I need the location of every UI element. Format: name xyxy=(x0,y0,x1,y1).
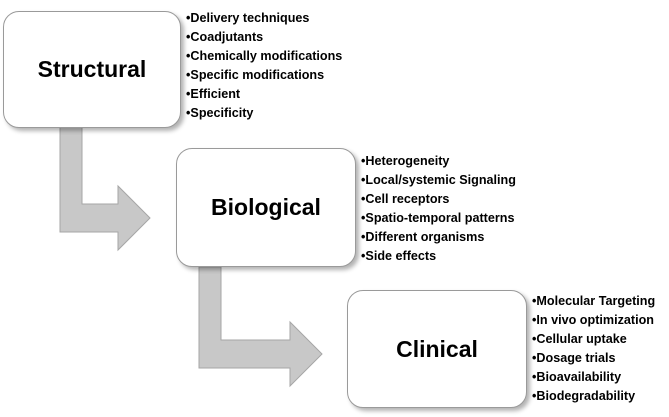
list-item: Local/systemic Signaling xyxy=(361,171,515,190)
stage-box-biological: Biological xyxy=(176,148,356,267)
list-item: Specific modifications xyxy=(186,66,342,85)
stage-title-clinical: Clinical xyxy=(396,335,478,362)
list-item: Side effects xyxy=(361,247,516,266)
list-item: Cellular uptake xyxy=(532,330,655,349)
stage-title-biological: Biological xyxy=(211,194,321,220)
list-item: Delivery techniques xyxy=(186,9,342,28)
stage-title-structural: Structural xyxy=(37,56,147,82)
list-item: Dosage trials xyxy=(532,349,655,368)
stage-list-biological: Heterogeneity Local/systemic Signaling C… xyxy=(361,152,516,266)
list-item: Molecular Targeting xyxy=(532,292,655,311)
list-item: Coadjutants xyxy=(186,28,342,47)
list-item: Biodegradability xyxy=(532,387,655,406)
list-item: Specificity xyxy=(186,104,342,123)
bent-arrow-structural-to-biological xyxy=(59,121,151,252)
stage-box-clinical: Clinical xyxy=(347,290,527,408)
list-item: Heterogeneity xyxy=(361,152,516,171)
list-item: Bioavailability xyxy=(532,368,655,387)
list-item: Efficient xyxy=(186,85,342,104)
list-item: Spatio-temporal patterns xyxy=(361,209,516,228)
list-item: Cell receptors xyxy=(361,190,516,209)
stage-list-clinical: Molecular Targeting In vivo optimization… xyxy=(532,292,655,406)
stage-box-structural: Structural xyxy=(3,11,181,128)
stage-list-structural: Delivery techniques Coadjutants Chemical… xyxy=(186,9,342,123)
list-item: Chemically modifications xyxy=(186,47,342,66)
list-item: Different organisms xyxy=(361,228,516,247)
bent-arrow-biological-to-clinical xyxy=(198,266,323,388)
list-item: In vivo optimization xyxy=(532,311,655,330)
